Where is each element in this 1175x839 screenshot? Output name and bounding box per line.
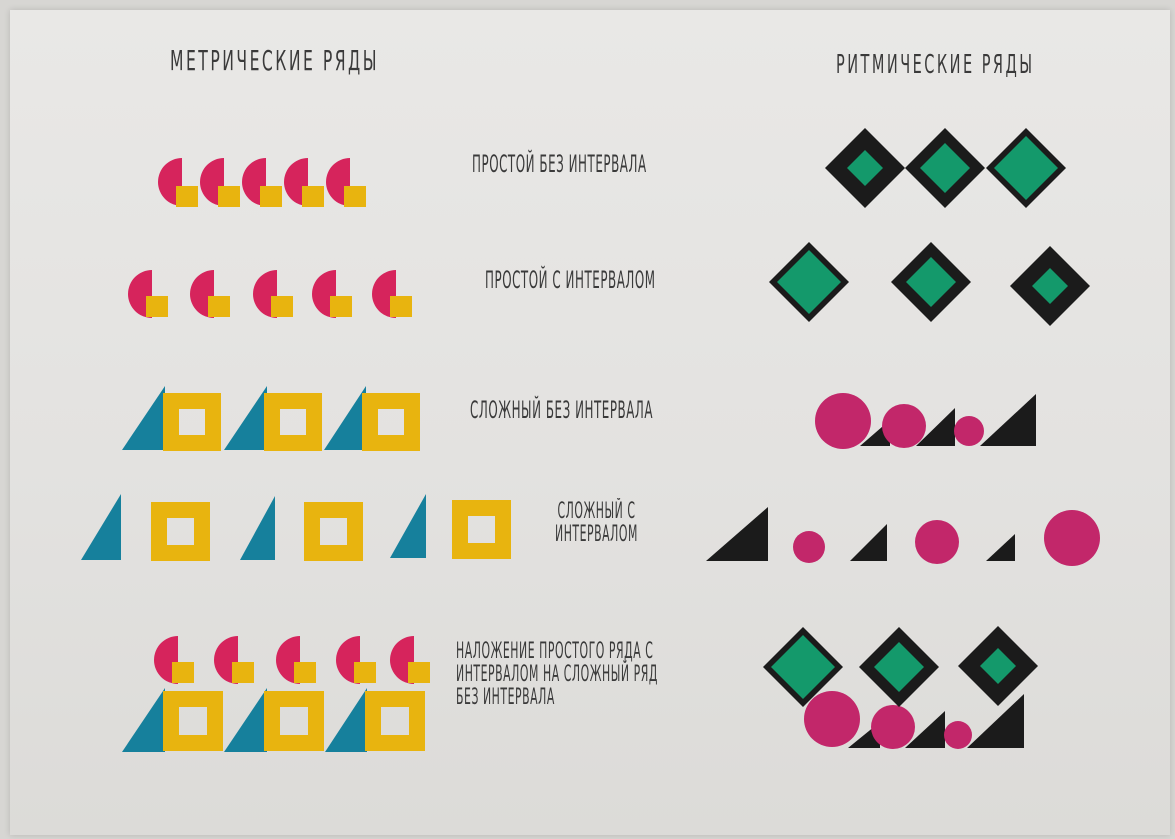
- rhythmic-row-complex-no-interval: [815, 393, 1036, 449]
- semicircle-square-motif: [128, 270, 168, 318]
- blue-triangle: [122, 386, 165, 450]
- black-triangle: [706, 507, 768, 561]
- metric-row-simple-no-interval: [158, 158, 366, 207]
- semicircle-square-motif: [284, 158, 324, 207]
- rhythmic-row-overlay: [763, 626, 1038, 749]
- semicircle-square-motif: [253, 270, 293, 318]
- row-label-complex-no-interval: СЛОЖНЫЙ БЕЗ ИНТЕРВАЛА: [470, 398, 653, 423]
- magenta-circle: [954, 416, 984, 446]
- metric-row-complex-with-interval: [81, 494, 511, 561]
- rhythmic-series-heading: РИТМИЧЕСКИЕ РЯДЫ: [836, 52, 1035, 79]
- yellow-square-frame: [264, 393, 322, 451]
- row-label-simple-no-interval: ПРОСТОЙ БЕЗ ИНТЕРВАЛА: [472, 152, 647, 177]
- yellow-square-frame: [362, 393, 420, 451]
- rhythmic-row-complex-with-interval: [706, 507, 1100, 566]
- black-triangle: [986, 534, 1015, 561]
- blue-triangle: [81, 494, 121, 560]
- yellow-square-frame: [304, 502, 363, 561]
- semicircle-square-motif: [326, 158, 366, 207]
- metric-row-overlay: [122, 636, 430, 752]
- semicircle-square-motif: [190, 270, 230, 318]
- blue-triangle: [224, 386, 267, 450]
- yellow-square-frame: [452, 500, 511, 559]
- magenta-circle: [915, 520, 959, 564]
- row-label-simple-with-interval: ПРОСТОЙ С ИНТЕРВАЛОМ: [485, 268, 656, 293]
- magenta-circle: [793, 531, 825, 563]
- yellow-square-frame: [151, 502, 210, 561]
- magenta-circle: [882, 404, 926, 448]
- semicircle-square-motif: [312, 270, 352, 318]
- metric-row-simple-with-interval: [128, 270, 412, 318]
- black-triangle: [980, 394, 1036, 446]
- black-triangle: [850, 524, 887, 561]
- semicircle-square-motif: [200, 158, 240, 207]
- magenta-circle: [815, 393, 871, 449]
- magenta-circle: [1044, 510, 1100, 566]
- rhythmic-row-simple-no-interval: [825, 128, 1066, 208]
- blue-triangle: [390, 494, 426, 558]
- blue-triangle: [240, 496, 275, 560]
- yellow-square-frame: [163, 393, 221, 451]
- semicircle-square-motif: [158, 158, 198, 207]
- green-diamond: [994, 136, 1058, 200]
- blue-triangle: [324, 386, 366, 450]
- row-label-complex-with-interval: СЛОЖНЫЙ С ИНТЕРВАЛОМ: [555, 500, 638, 546]
- rhythmic-row-simple-with-interval: [769, 242, 1090, 326]
- semicircle-square-motif: [242, 158, 282, 207]
- semicircle-square-motif: [372, 270, 412, 318]
- metric-series-heading: МЕТРИЧЕСКИЕ РЯДЫ: [170, 46, 379, 75]
- metric-row-complex-no-interval: [122, 386, 420, 451]
- row-label-overlay: НАЛОЖЕНИЕ ПРОСТОГО РЯДА С ИНТЕРВАЛОМ НА …: [456, 640, 658, 709]
